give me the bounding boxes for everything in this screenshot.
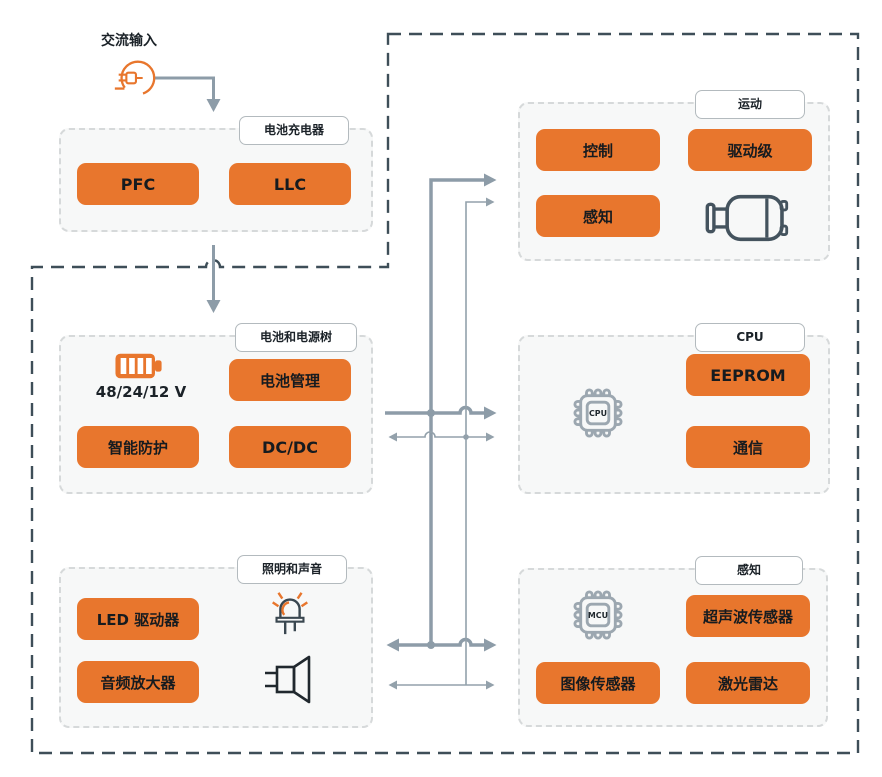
block-battery-management: 电池管理 bbox=[229, 359, 351, 401]
mcu-chip-label: MCU bbox=[588, 611, 608, 620]
panel-battery-charger: 电池充电器 PFC LLC bbox=[59, 116, 373, 232]
mcu-chip-icon: MCU bbox=[567, 584, 629, 646]
block-led-driver: LED 驱动器 bbox=[77, 598, 199, 640]
panel-tab-battery-charger: 电池充电器 bbox=[239, 116, 349, 145]
panel-battery-power-tree: 电池和电源树 电池管理 智能防护 DC/DC bbox=[59, 323, 373, 494]
panel-tab-battery-power-tree: 电池和电源树 bbox=[235, 323, 357, 352]
motor-icon bbox=[703, 192, 791, 244]
power-plug-icon bbox=[108, 54, 162, 102]
block-audio-amplifier: 音频放大器 bbox=[77, 661, 199, 703]
panel-tab-cpu: CPU bbox=[695, 323, 805, 352]
block-control: 控制 bbox=[536, 129, 660, 171]
bus-junction-dot bbox=[427, 409, 435, 417]
block-image-sensor: 图像传感器 bbox=[536, 662, 660, 704]
power-arrowhead-sensing bbox=[484, 638, 497, 652]
ac-input-arrow bbox=[153, 76, 215, 99]
led-icon bbox=[264, 588, 316, 638]
signal-arrowhead-dcdc bbox=[388, 432, 397, 442]
panel-motion: 运动 控制 驱动级 感知 bbox=[518, 90, 830, 261]
signal-arrowhead-audio bbox=[388, 680, 397, 690]
cpu-chip-icon: CPU bbox=[567, 382, 629, 444]
power-arrowhead-motion bbox=[484, 173, 497, 187]
panel-sensing: 感知 超声波传感器 图像传感器 激光雷达 bbox=[518, 556, 828, 727]
block-smart-protection: 智能防护 bbox=[77, 426, 199, 468]
block-communication: 通信 bbox=[686, 426, 810, 468]
power-arrowhead-cpu bbox=[484, 406, 497, 420]
block-ultrasonic-sensor: 超声波传感器 bbox=[686, 595, 810, 637]
system-boundary-dashed bbox=[30, 32, 860, 755]
signal-junction-dot bbox=[463, 434, 469, 440]
signal-arrowhead-sensing bbox=[486, 680, 495, 690]
panel-tab-sensing: 感知 bbox=[695, 556, 803, 585]
power-arrowhead-lighting bbox=[386, 638, 399, 652]
block-lidar: 激光雷达 bbox=[686, 662, 810, 704]
block-sensing-motion: 感知 bbox=[536, 195, 660, 237]
panel-lighting-sound: 照明和声音 LED 驱动器 音频放大器 bbox=[59, 555, 373, 728]
block-eeprom: EEPROM bbox=[686, 354, 810, 396]
charger-arrowhead bbox=[206, 300, 221, 313]
block-llc: LLC bbox=[229, 163, 351, 205]
signal-arrowhead-motion bbox=[486, 197, 495, 207]
battery-icon bbox=[112, 350, 166, 382]
block-dcdc: DC/DC bbox=[229, 426, 351, 468]
signal-bus bbox=[397, 201, 486, 686]
ac-input-label: 交流输入 bbox=[101, 33, 157, 49]
cpu-chip-label: CPU bbox=[589, 409, 607, 418]
block-pfc: PFC bbox=[77, 163, 199, 205]
signal-arrowhead-cpu bbox=[486, 432, 495, 442]
battery-voltage-caption: 48/24/12 V bbox=[95, 383, 187, 401]
ac-arrowhead bbox=[206, 99, 221, 112]
bus-junction-dot bbox=[427, 641, 435, 649]
panel-cpu: CPU EEPROM 通信 bbox=[518, 323, 830, 494]
speaker-icon bbox=[262, 654, 314, 706]
panel-tab-motion: 运动 bbox=[695, 90, 805, 119]
block-drive-stage: 驱动级 bbox=[688, 129, 812, 171]
panel-tab-lighting-sound: 照明和声音 bbox=[237, 555, 347, 584]
